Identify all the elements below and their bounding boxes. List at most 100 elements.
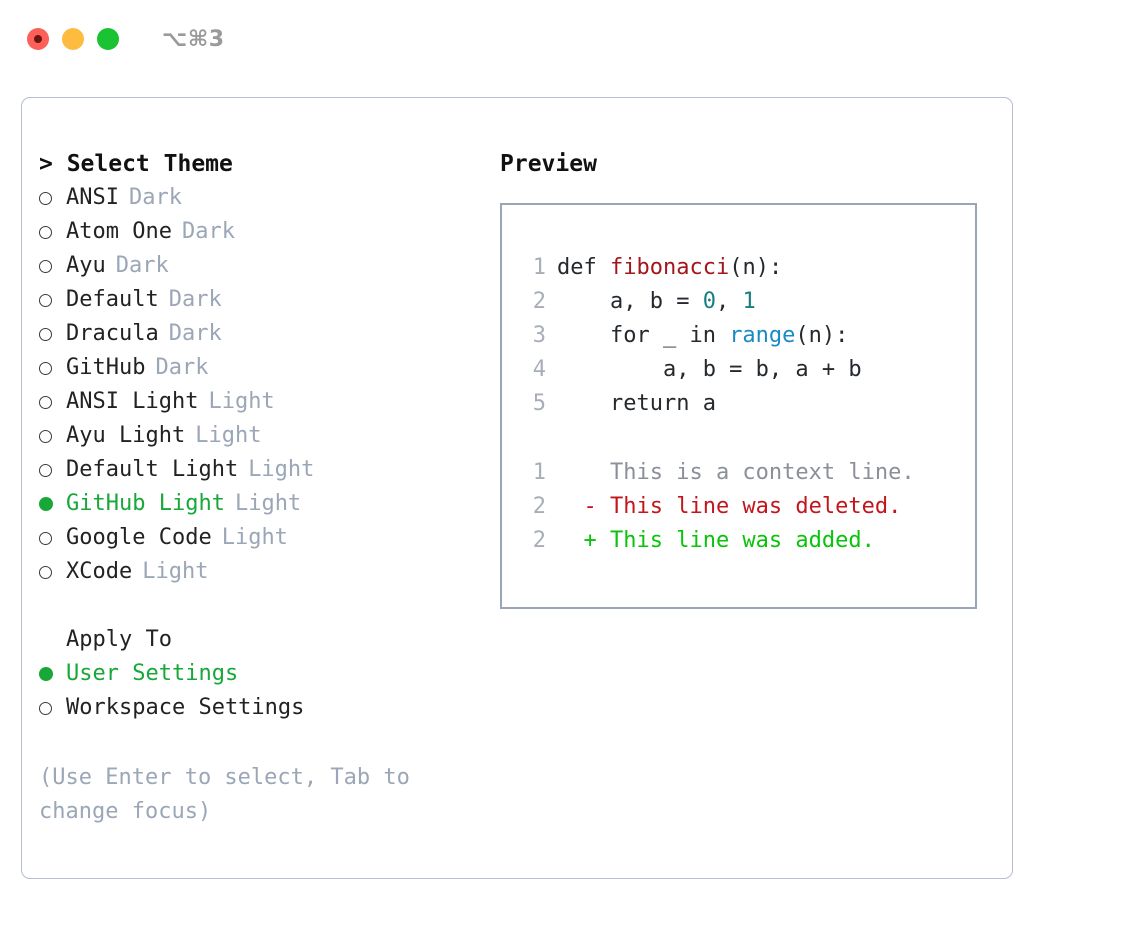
theme-option-label: Default [66,287,159,312]
radio-glyph [39,497,53,511]
diff-line-ctx: 1 This is a context line. [518,456,975,490]
radio-glyph [39,294,52,307]
diff-line-del: 2 - This line was deleted. [518,490,975,524]
radio-empty-icon[interactable] [39,701,66,715]
code-token-plain: a, b = [557,289,703,314]
theme-option-10[interactable]: Google Code Light [39,521,490,555]
radio-empty-icon[interactable] [39,463,66,477]
theme-variant-tag: Dark [128,185,182,210]
theme-variant-tag: Light [234,491,302,516]
radio-empty-icon[interactable] [39,191,66,205]
keyboard-hint-text: (Use Enter to select, Tab to change focu… [39,765,410,824]
diff-sample: 1 This is a context line.2 - This line w… [518,456,975,558]
code-line-number: 3 [532,323,546,348]
radio-empty-icon[interactable] [39,225,66,239]
apply-to-option-label: User Settings [66,661,239,686]
traffic-light-group [27,28,119,50]
minimize-window-button[interactable] [62,28,84,50]
radio-empty-icon[interactable] [39,429,66,443]
code-line: 3 for _ in range(n): [518,319,975,353]
radio-empty-icon[interactable] [39,327,66,341]
radio-empty-icon[interactable] [39,361,66,375]
theme-variant-tag: Light [248,457,315,482]
apply-to-option-0[interactable]: User Settings [39,657,490,691]
code-line-content: a, b = b, a + b [557,353,862,387]
theme-option-label: GitHub [66,355,146,380]
radio-glyph [39,260,52,273]
theme-variant-tag: Light [208,389,275,414]
radio-empty-icon[interactable] [39,293,66,307]
theme-option-label: Atom One [66,219,172,244]
theme-option-5[interactable]: GitHub Dark [39,351,490,385]
diff-line-number: 1 [532,460,546,485]
theme-option-label: Ayu Light [66,423,186,448]
code-token-plain: , [715,289,743,314]
select-theme-heading: > Select Theme [39,151,233,177]
theme-option-label: XCode [66,559,133,584]
theme-option-label: Google Code [66,525,212,550]
code-token-plain: (n): [795,323,849,348]
code-line: 5 return a [518,387,975,421]
diff-line-number: 2 [532,494,546,519]
code-token-plain: for _ in [557,323,730,348]
radio-empty-icon[interactable] [39,259,66,273]
theme-option-label: GitHub Light [66,491,225,516]
radio-empty-icon[interactable] [39,531,66,545]
theme-variant-tag: Light [221,525,288,550]
code-token-plain: (n): [729,255,783,280]
diff-line-content: This is a context line. [557,460,915,485]
code-token-num: 0 [702,289,716,314]
diff-gap-spacer [518,421,975,456]
theme-option-7[interactable]: Ayu Light Light [39,419,490,453]
radio-glyph [39,362,52,375]
diff-line-content: - This line was deleted. [557,494,902,519]
radio-glyph [39,430,52,443]
radio-empty-icon[interactable] [39,565,66,579]
apply-to-heading-row: Apply To [39,623,490,657]
list-spacer [39,589,490,623]
code-token-num: 1 [742,289,756,314]
code-token-plain: a, b = b, a + b [557,357,862,382]
radio-glyph [39,702,52,715]
code-line-content: for _ in range(n): [557,319,848,353]
theme-variant-tag: Dark [155,355,209,380]
apply-to-option-label: Workspace Settings [66,695,305,720]
radio-glyph [39,464,52,477]
code-token-plain: return a [557,391,716,416]
code-token-fn: fibonacci [609,255,730,280]
code-line-number: 4 [532,357,546,382]
title-bar: ⌥⌘3 [0,0,1140,78]
radio-selected-icon[interactable] [39,666,66,681]
radio-glyph [39,226,52,239]
theme-option-label: ANSI Light [66,389,199,414]
close-window-button[interactable] [27,28,49,50]
theme-option-9[interactable]: GitHub Light Light [39,487,490,521]
code-line: 2 a, b = 0, 1 [518,285,975,319]
theme-variant-tag: Light [195,423,262,448]
radio-glyph [39,532,52,545]
apply-to-option-1[interactable]: Workspace Settings [39,691,490,725]
theme-option-6[interactable]: ANSI Light Light [39,385,490,419]
theme-variant-tag: Dark [168,321,222,346]
diff-line-content: + This line was added. [557,528,875,553]
diff-line-add: 2 + This line was added. [518,524,975,558]
zoom-window-button[interactable] [97,28,119,50]
radio-glyph [39,667,53,681]
radio-selected-icon[interactable] [39,496,66,511]
radio-empty-icon[interactable] [39,395,66,409]
radio-glyph [39,328,52,341]
radio-glyph [39,566,52,579]
